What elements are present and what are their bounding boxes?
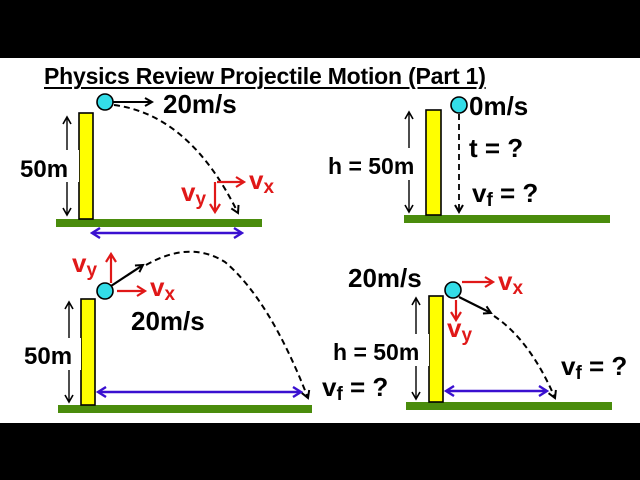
vx-label: vx (249, 165, 274, 198)
height-label: 50m (20, 156, 68, 183)
projectile-ball (96, 93, 114, 111)
cliff-pillar (425, 109, 442, 216)
height-label: h = 50m (333, 339, 419, 365)
final-velocity-unknown-label: vf = ? (561, 351, 627, 384)
time-unknown-label: t = ? (469, 133, 523, 163)
height-label-backdrop (57, 338, 81, 370)
trajectory-path (145, 250, 308, 398)
vy-label: vy (72, 248, 97, 281)
height-label-backdrop (55, 150, 79, 182)
cliff-pillar (428, 295, 444, 403)
cliff-pillar (78, 112, 94, 220)
panel-horizontal-launch: 50m 20m/s vx vy (20, 89, 274, 233)
vy-label: vy (181, 177, 206, 210)
height-label: 50m (24, 343, 72, 370)
panel-downward-angle-launch: h = 50m 20m/s vx vy vf = ? (333, 263, 627, 410)
vy-label: vy (447, 313, 472, 346)
speed-label: 20m/s (348, 263, 422, 293)
trajectory-path (493, 315, 555, 398)
projectile-ball (450, 96, 468, 114)
ground (56, 219, 262, 227)
final-velocity-unknown-label: vf = ? (472, 178, 538, 211)
velocity-arrow (110, 265, 143, 287)
trajectory-path (113, 104, 238, 213)
slide-canvas (0, 58, 640, 423)
speed-label: 20m/s (163, 89, 237, 119)
height-label: h = 50m (328, 153, 414, 179)
ground (406, 402, 612, 410)
height-label-backdrop (396, 148, 422, 180)
cliff-pillar (80, 298, 96, 406)
panel-free-fall: h = 50m 0m/s t = ? vf = ? (328, 91, 610, 223)
final-velocity-unknown-label: vf = ? (322, 372, 388, 405)
velocity-arrow (458, 296, 491, 313)
projectile-ball (96, 282, 114, 300)
speed-label: 20m/s (131, 306, 205, 336)
panel-upward-angle-launch: 50m vy vx 20m/s vf = ? (24, 248, 388, 413)
height-label-backdrop (403, 334, 429, 366)
slide-title: Physics Review Projectile Motion (Part 1… (44, 63, 486, 89)
projectile-ball (444, 281, 462, 299)
vx-label: vx (150, 272, 175, 305)
ground (404, 215, 610, 223)
vx-label: vx (498, 266, 523, 299)
ground (58, 405, 312, 413)
speed-label: 0m/s (469, 91, 528, 121)
